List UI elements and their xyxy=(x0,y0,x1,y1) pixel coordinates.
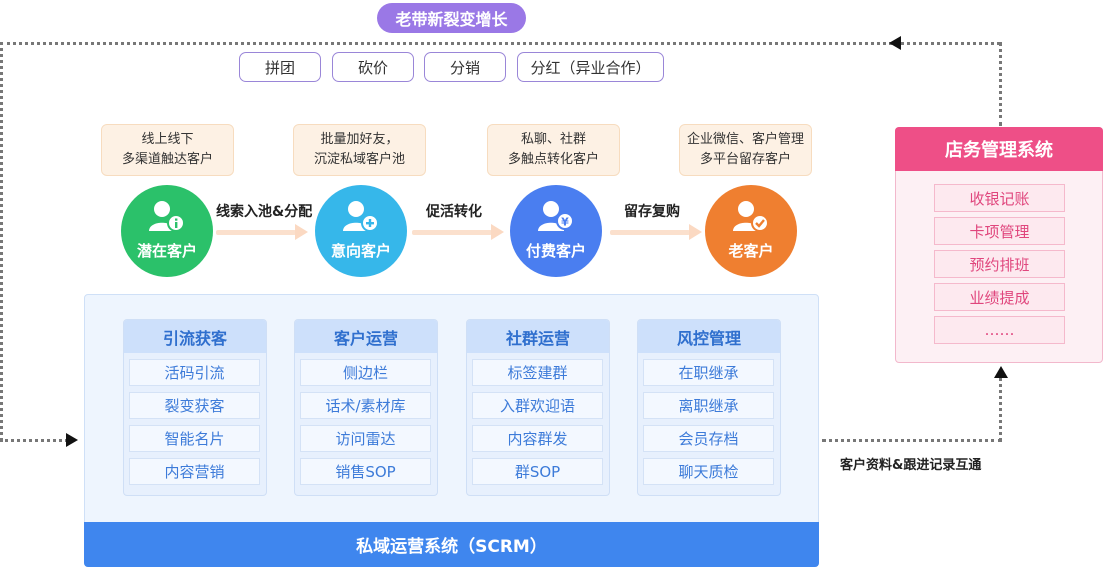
store-item: 收银记账 xyxy=(934,184,1065,212)
store-title: 店务管理系统 xyxy=(895,127,1103,171)
flow-arrow-2 xyxy=(412,224,504,240)
arrow-up-store-icon xyxy=(994,366,1008,378)
tag-bargain: 砍价 xyxy=(332,52,414,82)
column-item: 标签建群 xyxy=(472,359,603,386)
tag-distribution: 分销 xyxy=(424,52,506,82)
store-item: 卡项管理 xyxy=(934,217,1065,245)
note-intent: 批量加好友，沉淀私域客户池 xyxy=(293,124,426,176)
column-title: 客户运营 xyxy=(295,320,437,353)
user-info-icon xyxy=(149,201,185,232)
tag-group-buy: 拼团 xyxy=(239,52,321,82)
column-item: 活码引流 xyxy=(129,359,260,386)
user-add-icon xyxy=(343,201,379,232)
note-returning: 企业微信、客户管理多平台留存客户 xyxy=(679,124,812,176)
loop-line-left xyxy=(0,42,3,441)
column-item: 在职继承 xyxy=(643,359,774,386)
sync-line xyxy=(822,439,1002,442)
scrm-column-risk-control: 风控管理 在职继承 离职继承 会员存档 聊天质检 xyxy=(637,319,781,496)
flow-arrow-1 xyxy=(216,224,308,240)
note-paying: 私聊、社群多触点转化客户 xyxy=(487,124,620,176)
note-potential: 线上线下多渠道触达客户 xyxy=(101,124,234,176)
store-item: 业绩提成 xyxy=(934,283,1065,311)
column-item: 群SOP xyxy=(472,458,603,485)
growth-badge: 老带新裂变增长 xyxy=(377,3,526,33)
transition-label-2: 促活转化 xyxy=(426,204,482,220)
column-title: 风控管理 xyxy=(638,320,780,353)
transition-label-1: 线索入池&分配 xyxy=(216,204,313,220)
store-item: 预约排班 xyxy=(934,250,1065,278)
stage-paying-customer: ¥ 付费客户 xyxy=(510,185,602,277)
column-item: 内容群发 xyxy=(472,425,603,452)
flow-arrow-3 xyxy=(610,224,702,240)
column-item: 销售SOP xyxy=(300,458,431,485)
stage-intent-customer: 意向客户 xyxy=(315,185,407,277)
sync-line-up xyxy=(999,378,1002,441)
user-check-icon xyxy=(733,201,769,232)
column-item: 入群欢迎语 xyxy=(472,392,603,419)
scrm-column-acquisition: 引流获客 活码引流 裂变获客 智能名片 内容营销 xyxy=(123,319,267,496)
loop-line-right xyxy=(999,42,1002,126)
column-item: 聊天质检 xyxy=(643,458,774,485)
arrow-top-left-icon xyxy=(889,36,901,50)
column-item: 侧边栏 xyxy=(300,359,431,386)
loop-line-bottom-left xyxy=(0,439,68,442)
scrm-title-bar: 私域运营系统（SCRM） xyxy=(84,522,819,567)
tag-dividend: 分红（异业合作） xyxy=(517,52,664,82)
arrow-into-scrm-icon xyxy=(66,433,78,447)
column-item: 内容营销 xyxy=(129,458,260,485)
column-item: 裂变获客 xyxy=(129,392,260,419)
store-item: …… xyxy=(934,316,1065,344)
column-item: 会员存档 xyxy=(643,425,774,452)
loop-line-top xyxy=(0,42,1000,45)
svg-text:¥: ¥ xyxy=(561,216,569,229)
column-item: 话术/素材库 xyxy=(300,392,431,419)
transition-label-3: 留存复购 xyxy=(624,204,680,220)
sync-label: 客户资料&跟进记录互通 xyxy=(840,458,982,473)
scrm-column-customer-ops: 客户运营 侧边栏 话术/素材库 访问雷达 销售SOP xyxy=(294,319,438,496)
column-title: 社群运营 xyxy=(467,320,609,353)
scrm-column-community-ops: 社群运营 标签建群 入群欢迎语 内容群发 群SOP xyxy=(466,319,610,496)
column-item: 离职继承 xyxy=(643,392,774,419)
column-item: 访问雷达 xyxy=(300,425,431,452)
column-title: 引流获客 xyxy=(124,320,266,353)
column-item: 智能名片 xyxy=(129,425,260,452)
stage-potential-customer: 潜在客户 xyxy=(121,185,213,277)
stage-returning-customer: 老客户 xyxy=(705,185,797,277)
user-yen-icon: ¥ xyxy=(538,201,574,231)
